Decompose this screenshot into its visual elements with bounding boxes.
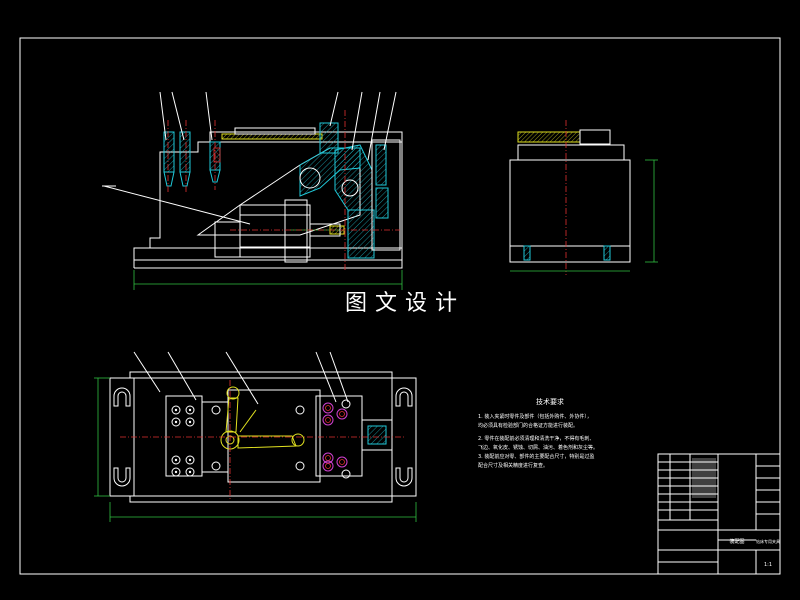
side-view — [509, 120, 658, 275]
tech-req-line-4: 飞边、氧化皮、锈蚀、切屑、油污、着色剂和灰尘等。 — [478, 444, 598, 451]
tech-req-line-1: 1. 装入夹紧时零件及部件（包括外购件、外协件）， — [478, 413, 592, 420]
drill-bushing-left — [163, 131, 221, 187]
tech-req-line-5: 3. 装配前应对零、部件的主要配合尺寸，特别是过盈 — [478, 453, 594, 460]
drawing-name: 装配图 — [729, 538, 744, 545]
tech-req-line-2: 均必须具有检验部门的合格证方能进行装配。 — [478, 422, 578, 429]
front-view — [102, 91, 403, 290]
clamp-lever — [220, 386, 305, 450]
watermark: 图文设计 — [345, 291, 465, 316]
part-leaders-front — [102, 91, 397, 225]
drawing-frame — [19, 37, 781, 575]
clamp-assembly — [319, 122, 401, 259]
tech-req-line-6: 配合尺寸及相关精度进行复查。 — [478, 462, 548, 469]
bolt-holes — [171, 399, 351, 479]
title-block: 装配图 钻床专用夹具 1:1 — [657, 453, 781, 575]
locating-pins — [322, 402, 348, 472]
part-name: 钻床专用夹具 — [756, 538, 780, 544]
tech-requirements: 技术要求 1. 装入夹紧时零件及部件（包括外购件、外协件）， 均必须具有检验部门… — [478, 397, 598, 469]
tech-requirements-title: 技术要求 — [536, 397, 564, 406]
tech-req-line-3: 2. 零件在装配前必须清理和清洗干净，不得有毛刺、 — [478, 435, 594, 442]
part-leaders-top — [133, 351, 349, 405]
title-block-rows — [658, 458, 780, 515]
sheet-scale: 1:1 — [764, 562, 772, 568]
top-view — [94, 351, 417, 522]
